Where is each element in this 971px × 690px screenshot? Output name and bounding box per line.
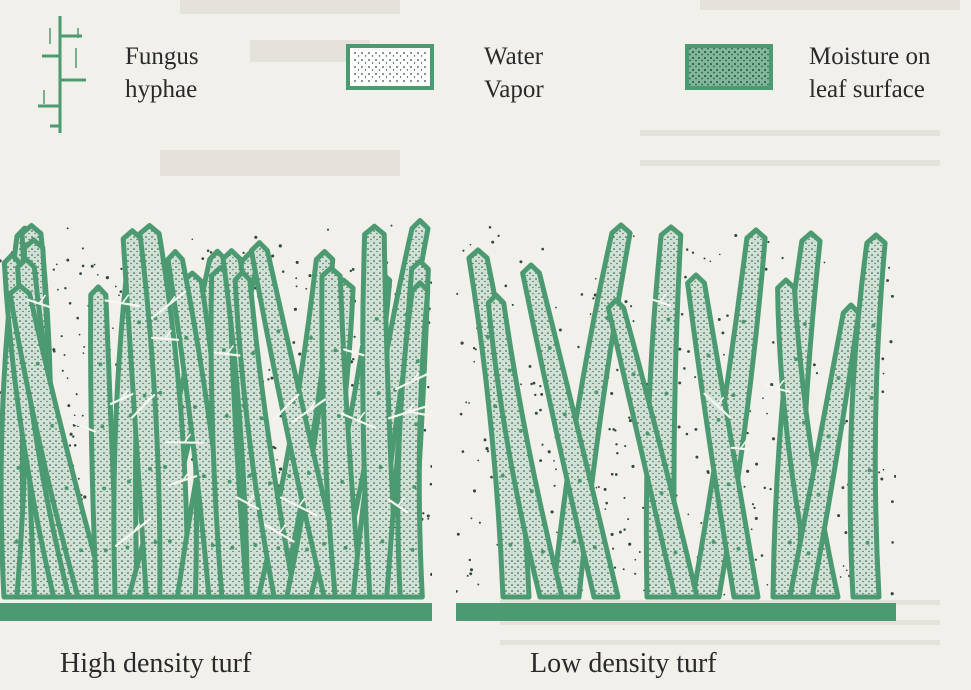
grass-blades	[469, 225, 885, 597]
water-vapor-swatch	[346, 44, 436, 94]
low-density-turf-illustration	[456, 205, 896, 625]
soil-line	[0, 603, 432, 621]
legend-moisture-line2: leaf surface	[809, 73, 931, 106]
low-density-caption: Low density turf	[530, 648, 717, 680]
soil-line	[456, 603, 896, 621]
legend-hyphae-line1: Fungus	[125, 40, 199, 73]
legend-hyphae-line2: hyphae	[125, 73, 199, 106]
hyphae-symbol	[20, 8, 100, 138]
legend-moisture: Moisture on leaf surface	[685, 40, 971, 130]
legend-moisture-line1: Moisture on	[809, 40, 931, 73]
legend-hyphae: Fungus hyphae	[20, 8, 320, 138]
legend-vapor-line2: Vapor	[484, 73, 544, 106]
high-density-turf-illustration	[0, 205, 432, 625]
legend-vapor-line1: Water	[484, 40, 544, 73]
high-density-caption: High density turf	[60, 648, 251, 680]
grass-blades	[1, 220, 428, 597]
legend-water-vapor: Water Vapor	[346, 40, 596, 130]
moisture-swatch	[685, 44, 775, 94]
